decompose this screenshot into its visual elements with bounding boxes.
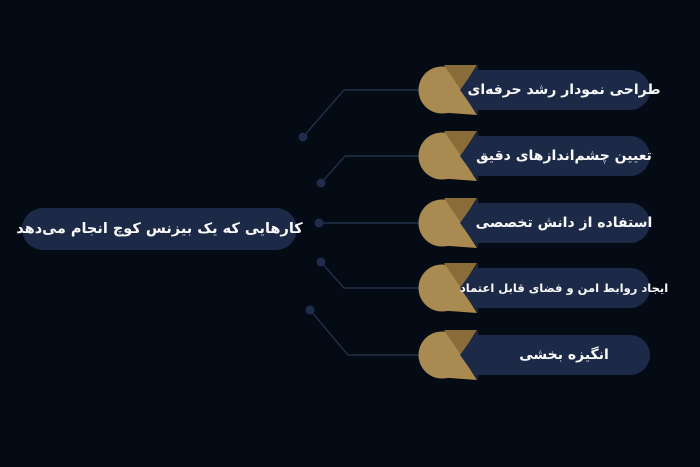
- gold-ribbon-cap-icon: [418, 330, 478, 380]
- connector-dot-5: [305, 305, 315, 315]
- feature-pill-2: تعیین چشم‌اندازهای دقیق: [418, 130, 652, 182]
- feature-pill-body: انگیزه بخشی: [478, 335, 650, 375]
- feature-pill-body: تعیین چشم‌اندازهای دقیق: [476, 136, 652, 176]
- connector-line-1: [302, 89, 421, 138]
- connector-dot-3: [314, 218, 324, 228]
- gold-ribbon-cap-icon: [418, 131, 478, 181]
- feature-label: ایجاد روابط امن و فضای قابل اعتماد: [459, 281, 669, 295]
- connector-line-5: [309, 309, 421, 356]
- connector-dot-2: [316, 178, 326, 188]
- feature-pill-5: انگیزه بخشی: [418, 329, 650, 381]
- connector-dot-1: [298, 132, 308, 142]
- gold-ribbon-cap-icon: [418, 198, 478, 248]
- feature-pill-4: ایجاد روابط امن و فضای قابل اعتماد: [418, 262, 668, 314]
- feature-label: طراحی نمودار رشد حرفه‌ای: [467, 82, 661, 98]
- connector-dot-4: [316, 257, 326, 267]
- title-label: کارهایی که یک بیزنس کوچ انجام می‌دهد: [16, 221, 303, 237]
- connector-line-4: [320, 261, 421, 289]
- feature-label: تعیین چشم‌اندازهای دقیق: [476, 148, 652, 164]
- feature-pill-body: طراحی نمودار رشد حرفه‌ای: [467, 70, 661, 110]
- title-pill: کارهایی که یک بیزنس کوچ انجام می‌دهد: [16, 208, 303, 250]
- feature-label: انگیزه بخشی: [519, 347, 609, 363]
- gold-ribbon-cap-icon: [418, 65, 478, 115]
- feature-label: استفاده از دانش تخصصی: [475, 215, 653, 231]
- feature-pill-body: استفاده از دانش تخصصی: [476, 203, 652, 243]
- feature-pill-1: طراحی نمودار رشد حرفه‌ای: [418, 64, 661, 116]
- feature-pill-body: ایجاد روابط امن و فضای قابل اعتماد: [460, 268, 668, 308]
- connector-line-2: [320, 155, 421, 184]
- feature-pill-3: استفاده از دانش تخصصی: [418, 197, 652, 249]
- gold-ribbon-cap-icon: [418, 263, 478, 313]
